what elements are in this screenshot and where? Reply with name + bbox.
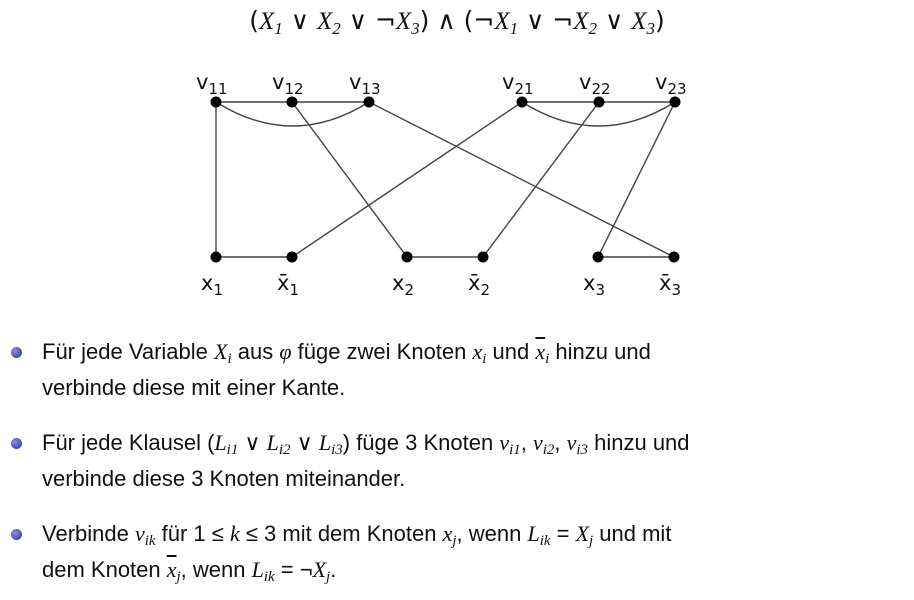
math-symbol: vik [134,521,156,550]
math-symbol: Li3 [318,430,343,459]
bullet-dot-icon [11,529,22,540]
edge-v22-nx2 [482,101,600,258]
bullet-dot-icon [11,438,22,449]
node-label-v13: v13 [349,70,381,98]
math-symbol: Xj [575,521,594,550]
math-symbol: Lik [527,521,551,550]
node-label-v21: v21 [502,70,534,98]
math-symbol: vi2 [532,430,555,459]
math-symbol: X2 [316,8,341,39]
node-v11 [210,96,222,108]
node-label-x1: x1 [201,271,223,299]
math-symbol: Xj [312,557,331,586]
node-v13 [363,96,375,108]
math-symbol: X2 [573,8,598,39]
node-label-v22: v22 [579,70,611,98]
edge-v21-v23 [521,101,676,127]
math-symbol: xi [535,339,550,368]
math-symbol: X3 [395,8,420,39]
node-label-nx2: x̄2 [468,271,490,299]
node-label-v12: v12 [272,70,304,98]
node-nx3 [668,251,680,263]
edge-v23-x3 [597,101,676,258]
node-v23 [669,96,681,108]
node-label-v23: v23 [655,70,687,98]
node-label-nx3: x̄3 [659,271,681,299]
reduction-graph: v11 v12 v13 v21 v22 v23 x1 x̄1 x2 x̄2 x3 x̄3 [196,70,687,299]
node-label-nx1: x̄1 [277,271,299,299]
edge-v21-nx1 [291,101,523,258]
math-symbol: xj [442,521,457,550]
node-x3 [592,251,604,263]
edge-v13-nx3 [368,101,675,258]
node-label-x3: x3 [583,271,605,299]
node-v12 [286,96,298,108]
node-x1 [210,251,222,263]
node-nx2 [477,251,489,263]
math-symbol: X1 [258,8,283,39]
math-symbol: Xi [214,339,232,368]
edge-v12-x2 [291,101,408,258]
node-label-x2: x2 [392,271,414,299]
math-symbol: xj [166,557,181,586]
math-symbol: Li2 [266,430,291,459]
bullet-item: Für jede Klausel (Li1 ∨ Li2 ∨ Li3) füge … [0,425,914,497]
node-nx1 [286,251,298,263]
formula-title: (X1 ∨ X2 ∨ ¬X3) ∧ (¬X1 ∨ ¬X2 ∨ X3) [249,6,665,39]
edge-v11-v13 [215,101,370,127]
math-symbol: X1 [494,8,519,39]
math-symbol: vi1 [499,430,521,459]
bullet-item: Für jede Variable Xi aus φ füge zwei Kno… [0,334,914,406]
bullet-item: Verbinde vik für 1 ≤ k ≤ 3 mit dem Knote… [0,516,914,588]
math-symbol: Li1 [214,430,239,459]
math-symbol: k [229,521,240,546]
math-symbol: vi3 [566,430,588,459]
bullet-dot-icon [11,347,22,358]
node-label-v11: v11 [196,70,228,98]
math-symbol: Lik [251,557,275,586]
node-v21 [516,96,528,108]
math-symbol: X3 [631,8,656,39]
node-x2 [401,251,413,263]
bullet-list: Für jede Variable Xi aus φ füge zwei Kno… [0,334,914,588]
math-symbol: φ [279,339,292,364]
node-v22 [593,96,605,108]
math-symbol: xi [472,339,487,368]
